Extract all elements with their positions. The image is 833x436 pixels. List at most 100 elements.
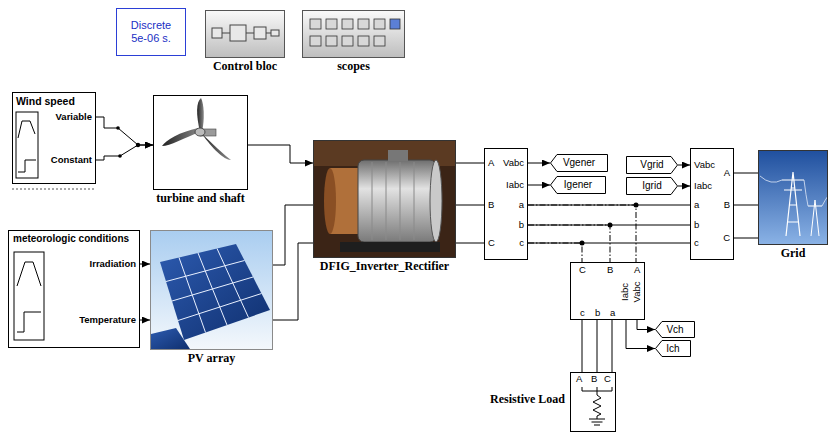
scope-icon	[374, 36, 385, 46]
scope-icon	[342, 19, 353, 29]
sky	[758, 150, 828, 245]
block-caption: Resistive Load	[490, 393, 565, 407]
tag-label: Ich	[666, 343, 679, 355]
icon-wire	[222, 33, 271, 34]
panel-grid	[166, 249, 262, 333]
signal-line	[528, 163, 550, 164]
signal-line	[248, 145, 313, 163]
goto-tag: Igener	[550, 176, 606, 194]
port-label: B	[724, 200, 730, 211]
machine-body	[358, 160, 436, 242]
solver-label: Discrete 5e-06 s.	[123, 19, 179, 44]
resistor-symbol	[582, 387, 612, 425]
signal-trace	[18, 121, 35, 138]
signal-line	[678, 165, 690, 166]
subsystem-face	[205, 10, 285, 58]
signal-line	[528, 185, 550, 186]
port-label: Constant	[51, 155, 92, 166]
resistive-load-block: ABCResistive Load	[570, 372, 616, 432]
port-label: Iabc	[506, 180, 524, 191]
port-label: Iabc	[620, 283, 631, 301]
dfig-block: DFIG_Inverter_Rectifier	[313, 140, 456, 258]
goto-tag: Vch	[655, 321, 695, 338]
blade	[197, 98, 204, 132]
power-line	[528, 243, 582, 262]
solar-panel	[151, 328, 190, 349]
tag-label: Igrid	[642, 180, 661, 192]
signal-line	[96, 117, 153, 145]
tag-shape	[551, 177, 606, 194]
signal-graph	[14, 252, 44, 340]
copper-face	[324, 168, 336, 234]
from-tag: Vgrid	[626, 156, 678, 174]
scope-icon	[374, 19, 385, 29]
port-label: b	[694, 220, 699, 231]
scope-icons	[310, 19, 400, 46]
scope-icon	[342, 36, 353, 46]
tag-shape	[551, 155, 608, 172]
port-label: Temperature	[79, 315, 136, 326]
block-label: meteorologic conditions	[13, 233, 129, 245]
power-line	[734, 173, 758, 174]
scopes-block: scopes	[302, 10, 405, 58]
measurement-block: VabcIabcabcABC	[690, 148, 734, 260]
tag-label: Igener	[564, 179, 592, 191]
load-bus	[582, 387, 612, 395]
block-caption: PV array	[188, 352, 235, 366]
tag-shape	[627, 178, 678, 195]
scope-icon	[310, 19, 321, 29]
port-label: a	[519, 200, 524, 211]
port-label: c	[580, 308, 585, 319]
port-label: Irradiation	[90, 259, 136, 270]
port-label: Vabc	[694, 160, 715, 171]
port-label: B	[591, 374, 597, 385]
port-label: a	[694, 200, 699, 211]
signal-line	[626, 320, 655, 349]
port-label: C	[488, 238, 495, 249]
port-label: b	[595, 308, 600, 319]
power-line	[273, 205, 313, 265]
block-caption: scopes	[337, 60, 370, 74]
signal-trace	[17, 312, 41, 332]
port-label: a	[610, 308, 615, 319]
power-line	[528, 225, 610, 262]
blade	[200, 132, 231, 160]
signal-graph	[16, 112, 38, 178]
block-label: Wind speed	[16, 95, 75, 107]
scope-icon	[326, 36, 337, 46]
terminal-box	[388, 150, 408, 161]
signal-builder-block: Wind speedVariableConstant	[12, 92, 96, 184]
power-line	[273, 243, 313, 320]
machine-photo	[313, 140, 456, 258]
hub	[195, 128, 205, 136]
scope-icon	[310, 36, 321, 46]
power-wires	[760, 176, 828, 206]
machine-base	[340, 242, 440, 252]
port-label: A	[724, 168, 730, 179]
power-line	[582, 320, 583, 372]
resistor-zigzag	[593, 395, 601, 419]
tag-shape	[656, 322, 695, 338]
turbine-block: turbine and shaft	[153, 95, 248, 190]
ground-symbol	[589, 419, 605, 425]
sky	[150, 230, 273, 350]
port-label: C	[723, 233, 730, 244]
grid-block: Grid	[758, 150, 828, 245]
power-line	[456, 205, 484, 206]
icon-block	[212, 28, 222, 38]
block-caption: DFIG_Inverter_Rectifier	[320, 260, 449, 274]
power-line	[528, 205, 636, 262]
subsystem-icon	[212, 25, 279, 41]
port-label: A	[488, 158, 494, 169]
pylon	[808, 200, 822, 236]
goto-tag: Ich	[655, 340, 691, 357]
icon-block	[271, 30, 279, 36]
power-line	[734, 205, 758, 206]
signal-line	[637, 320, 655, 330]
port-label: A	[576, 374, 582, 385]
port-label: B	[607, 265, 613, 276]
signal-line	[140, 320, 150, 321]
port-label: c	[694, 238, 699, 249]
tag-shape	[656, 341, 691, 357]
port-label: b	[519, 220, 524, 231]
